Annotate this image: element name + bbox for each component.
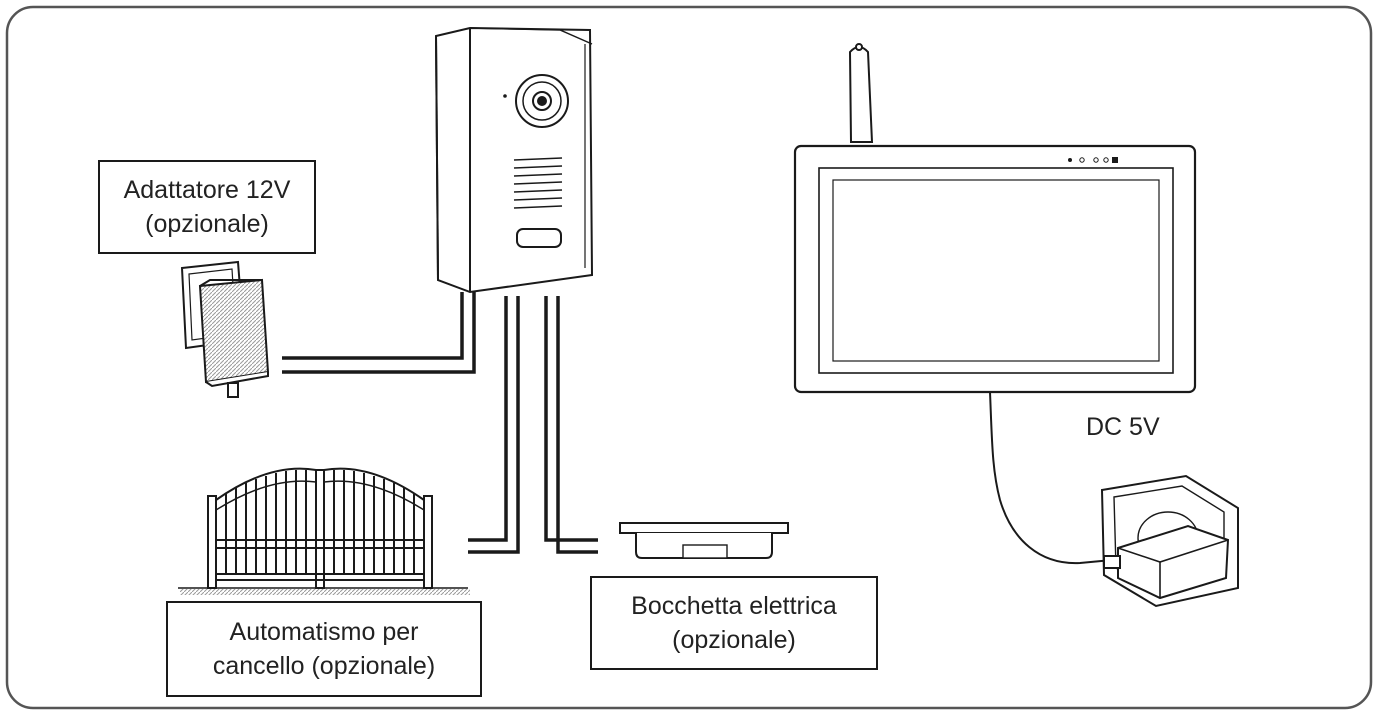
strike-label-box: Bocchetta elettrica (opzionale) bbox=[590, 576, 878, 670]
adapter-label-box: Adattatore 12V (opzionale) bbox=[98, 160, 316, 254]
outdoor-unit-icon bbox=[434, 26, 594, 294]
monitor-power-label: DC 5V bbox=[1086, 413, 1160, 441]
monitor-power-cable bbox=[989, 391, 1113, 565]
monitor-icon bbox=[793, 43, 1197, 394]
gate-label-box: Automatismo per cancello (opzionale) bbox=[166, 601, 482, 697]
power-adapter-icon bbox=[180, 260, 270, 398]
gate-icon bbox=[178, 467, 470, 595]
electric-strike-icon bbox=[619, 522, 789, 559]
wall-outlet-icon bbox=[1100, 474, 1239, 608]
adapter-label-line2: (opzionale) bbox=[145, 210, 269, 238]
wiring-cables bbox=[282, 292, 598, 554]
gate-label-line1: Automatismo per bbox=[229, 618, 419, 646]
diagram-frame bbox=[5, 5, 1373, 710]
adapter-label-line1: Adattatore 12V bbox=[123, 176, 291, 204]
gate-label-line2: cancello (opzionale) bbox=[212, 652, 436, 680]
strike-label-line1: Bocchetta elettrica bbox=[631, 592, 837, 620]
strike-label-line2: (opzionale) bbox=[672, 626, 796, 654]
